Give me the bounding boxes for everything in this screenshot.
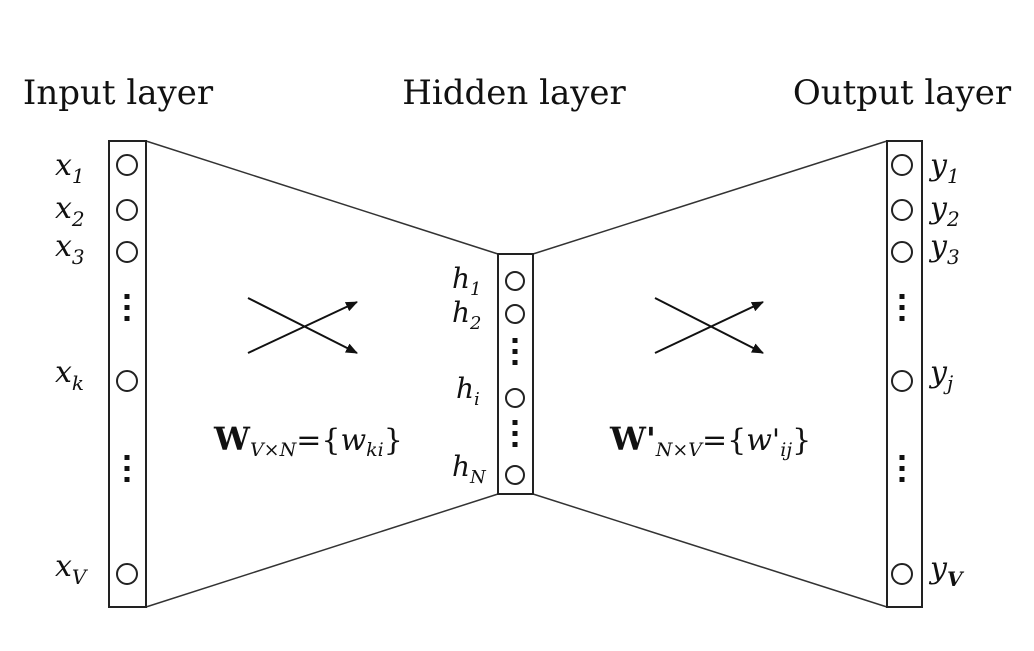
output-node xyxy=(891,154,913,176)
hidden-label: hN xyxy=(452,450,487,488)
crossed-arrows-icon xyxy=(654,297,764,354)
hidden-ellipsis-dots xyxy=(512,338,518,447)
hidden-node xyxy=(505,271,525,291)
output-layer-title: Output layer xyxy=(793,73,1012,113)
input-label: x3 xyxy=(55,229,85,269)
input-layer-title: Input layer xyxy=(23,73,214,113)
hidden-to-output-connector xyxy=(532,140,888,608)
input-ellipsis-dots xyxy=(124,294,130,482)
input-node xyxy=(116,199,138,221)
hidden-node xyxy=(505,388,525,408)
hidden-label: h1 xyxy=(452,262,482,300)
crossed-arrows-icon xyxy=(247,297,358,354)
input-label: x1 xyxy=(55,148,85,188)
output-node xyxy=(891,241,913,263)
output-label: yj xyxy=(928,355,953,395)
hidden-label: h2 xyxy=(452,296,482,334)
input-to-hidden-connector xyxy=(145,140,499,608)
hidden-layer-box xyxy=(497,253,534,495)
output-ellipsis-dots xyxy=(899,294,905,482)
input-node xyxy=(116,154,138,176)
output-node xyxy=(891,563,913,585)
output-label: y3 xyxy=(928,229,960,269)
input-node xyxy=(116,241,138,263)
output-label: y1 xyxy=(928,148,960,188)
input-label: xk xyxy=(55,355,84,395)
input-weight-matrix-label: WV×N={wki} xyxy=(213,420,403,461)
output-label: y2 xyxy=(928,191,960,231)
hidden-label: hi xyxy=(456,372,480,410)
output-node xyxy=(891,370,913,392)
output-label: yV xyxy=(928,551,965,591)
hidden-node xyxy=(505,304,525,324)
output-weight-matrix-label: W'N×V={w'ij} xyxy=(609,420,811,461)
input-label: x2 xyxy=(55,191,85,231)
hidden-node xyxy=(505,465,525,485)
input-node xyxy=(116,563,138,585)
hidden-layer-title: Hidden layer xyxy=(402,73,626,113)
output-node xyxy=(891,199,913,221)
input-node xyxy=(116,370,138,392)
input-label: xV xyxy=(55,549,89,589)
